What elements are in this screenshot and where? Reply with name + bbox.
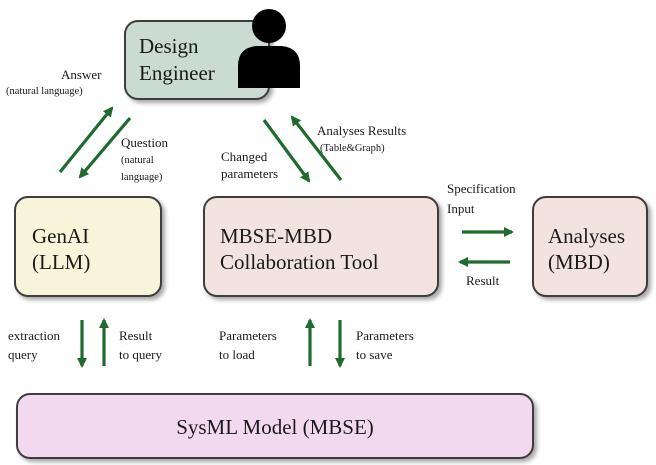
question-label: Question — [121, 135, 168, 150]
parameters-to-save-label-line2: to save — [356, 347, 393, 362]
sysml-model-label: SysML Model (MBSE) — [176, 415, 374, 439]
analyses-label-line2: (MBD) — [548, 250, 610, 274]
result-to-query-label-line1: Result — [119, 328, 153, 343]
person-icon — [238, 9, 300, 88]
specification-input-label-line1: Specification — [447, 181, 516, 196]
collaboration-tool-label-line2: Collaboration Tool — [220, 250, 379, 274]
sysml-model-node: SysML Model (MBSE) — [16, 393, 534, 459]
design-engineer-label-line2: Engineer — [139, 61, 215, 85]
genai-label-line2: (LLM) — [32, 250, 91, 274]
analyses-results-label: Analyses Results — [317, 123, 407, 138]
changed-parameters-label-line1: Changed — [221, 149, 268, 164]
specification-input-label-line2: Input — [447, 201, 475, 216]
extraction-query-label-line2: query — [8, 347, 38, 362]
result-label: Result — [466, 273, 500, 288]
parameters-to-load-label-line2: to load — [219, 347, 255, 362]
genai-label-line1: GenAI — [32, 224, 90, 248]
changed-parameters-arrow — [262, 119, 311, 183]
answer-sublabel: (natural language) — [6, 86, 83, 97]
answer-label: Answer — [61, 67, 102, 82]
design-engineer-label-line1: Design — [139, 34, 199, 58]
result-to-query-label-line2: to query — [119, 347, 162, 362]
analyses-node: Analyses (MBD) — [532, 196, 648, 297]
changed-parameters-label-line2: parameters — [221, 166, 279, 181]
question-arrow — [78, 116, 132, 179]
genai-node: GenAI (LLM) — [14, 196, 162, 297]
extraction-query-label-line1: extraction — [8, 328, 60, 343]
parameters-to-save-label-line1: Parameters — [356, 328, 414, 343]
analyses-label-line1: Analyses — [548, 224, 625, 248]
analyses-results-sublabel: (Table&Graph) — [320, 143, 385, 154]
answer-arrow — [58, 106, 114, 174]
analyses-results-arrow — [290, 115, 343, 181]
parameters-to-load-label-line1: Parameters — [219, 328, 277, 343]
collaboration-tool-node: MBSE-MBD Collaboration Tool — [203, 196, 439, 297]
question-sublabel-line2: language) — [121, 172, 163, 183]
collaboration-tool-label-line1: MBSE-MBD — [220, 224, 333, 248]
question-sublabel-line1: (natural — [121, 155, 154, 166]
